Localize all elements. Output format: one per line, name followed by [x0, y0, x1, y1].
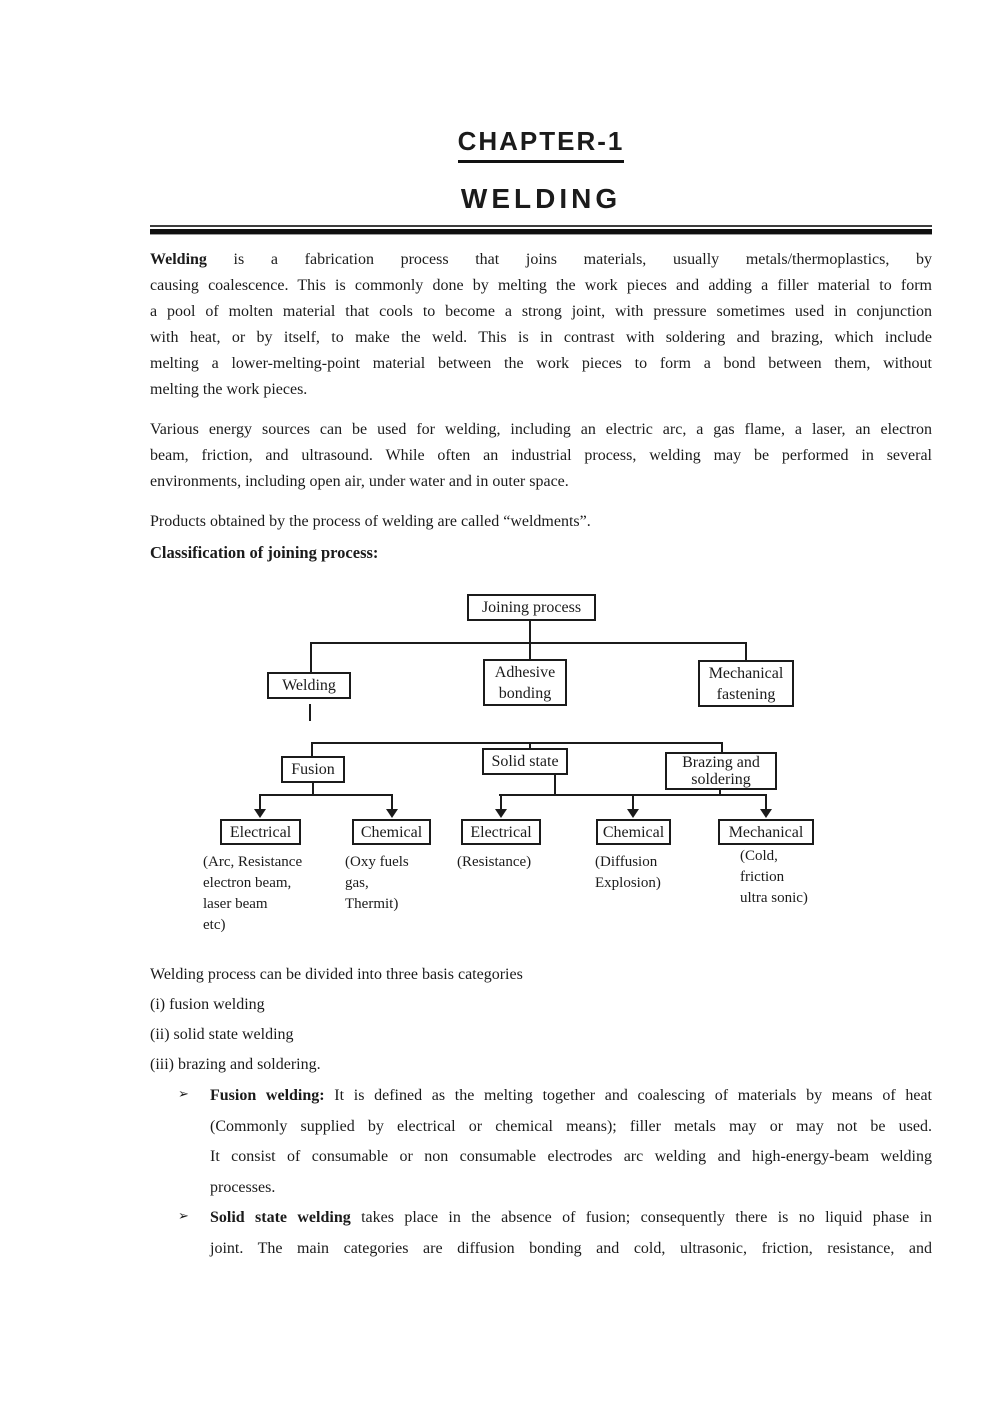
- diagram-box-joining-process: Joining process: [467, 594, 596, 621]
- text-line: Welding is a fabrication process that jo…: [150, 247, 932, 273]
- bold-lead: Fusion welding:: [210, 1087, 325, 1104]
- text-line: a pool of molten material that cools to …: [150, 303, 932, 320]
- text-line: melting a lower-melting-point material b…: [150, 355, 932, 372]
- paragraph-energy-sources: Various energy sources can be used for w…: [0, 417, 992, 495]
- bold-lead-word: Welding: [150, 251, 207, 268]
- category-item-2: (ii) solid state welding: [150, 1026, 294, 1043]
- connector-line: [529, 621, 531, 642]
- connector-line: [311, 742, 313, 756]
- diagram-box-mechanical-brazing: Mechanical: [718, 819, 814, 845]
- text-line: processes.: [210, 1178, 276, 1196]
- diagram-box-solid-state: Solid state: [482, 748, 568, 775]
- diagram-box-brazing-soldering: Brazing and soldering: [665, 752, 777, 790]
- arrow-down-icon: [254, 809, 266, 818]
- text-line: It consist of consumable or non consumab…: [210, 1148, 932, 1165]
- connector-line: [259, 794, 393, 796]
- classification-heading: Classification of joining process:: [150, 543, 379, 562]
- text-line: environments, including open air, under …: [150, 473, 569, 490]
- bullet-text: Solid state welding takes place in the a…: [210, 1203, 932, 1264]
- connector-line: [312, 783, 314, 794]
- arrow-stem: [391, 794, 393, 810]
- text-line-rest: is a fabrication process that joins mate…: [206, 251, 932, 268]
- bullet-fusion-welding: ➢ Fusion welding: It is defined as the m…: [150, 1081, 932, 1203]
- connector-line: [529, 742, 531, 748]
- caption-chemical-solid-state: (Diffusion Explosion): [595, 854, 661, 891]
- title-block: CHAPTER-1 WELDING: [0, 0, 992, 235]
- diagram-box-electrical-solid-state: Electrical: [461, 819, 541, 845]
- category-item-3: (iii) brazing and soldering.: [150, 1056, 321, 1073]
- chapter-title-row: CHAPTER-1: [150, 126, 932, 163]
- bullet-solid-state-welding: ➢ Solid state welding takes place in the…: [150, 1203, 932, 1264]
- arrow-stem: [632, 794, 634, 810]
- divider-rule: [150, 225, 932, 235]
- paragraph-weldments: Products obtained by the process of weld…: [150, 513, 591, 530]
- text-line: Fusion welding: It is defined as the mel…: [210, 1081, 932, 1112]
- text-line: Various energy sources can be used for w…: [150, 421, 932, 438]
- joining-process-diagram: Joining process Welding Adhesive bonding…: [0, 590, 992, 940]
- bullet-text: Fusion welding: It is defined as the mel…: [210, 1081, 932, 1203]
- bold-lead: Solid state welding: [210, 1209, 351, 1226]
- text-line: causing coalescence. This is commonly do…: [150, 277, 932, 294]
- connector-line: [311, 742, 723, 744]
- caption-mechanical-brazing: (Cold, friction ultra sonic): [740, 848, 808, 906]
- text-line: (Commonly supplied by electrical or chem…: [210, 1117, 932, 1135]
- bullet-list: ➢ Fusion welding: It is defined as the m…: [0, 1081, 992, 1264]
- paragraph-welding-definition: Welding is a fabrication process that jo…: [0, 247, 992, 403]
- diagram-box-fusion: Fusion: [281, 756, 345, 783]
- diagram-box-welding: Welding: [267, 672, 351, 699]
- diagram-box-electrical-fusion: Electrical: [220, 819, 301, 845]
- arrow-down-icon: [627, 809, 639, 818]
- text-line: melting the work pieces.: [150, 381, 308, 398]
- text-line: joint. The main categories are diffusion…: [210, 1239, 932, 1257]
- connector-line: [745, 642, 747, 660]
- connector-line: [721, 742, 723, 752]
- diagram-box-chemical-solid-state: Chemical: [596, 819, 671, 845]
- arrow-stem: [765, 794, 767, 810]
- category-item-1: (i) fusion welding: [150, 996, 265, 1013]
- divider-rule-thin: [150, 225, 932, 227]
- connector-line: [554, 775, 556, 794]
- bullet-arrow-icon: ➢: [178, 1087, 189, 1102]
- categories-list: Welding process can be divided into thre…: [0, 960, 992, 1080]
- caption-chemical-fusion: (Oxy fuels gas, Thermit): [345, 854, 409, 912]
- diagram-box-chemical-fusion: Chemical: [352, 819, 431, 845]
- connector-line: [310, 642, 312, 672]
- text-line: beam, friction, and ultrasound. While of…: [150, 447, 932, 464]
- diagram-box-mechanical-fastening: Mechanical fastening: [698, 660, 794, 707]
- arrow-down-icon: [495, 809, 507, 818]
- connector-line: [719, 790, 721, 794]
- page-title: WELDING: [460, 183, 622, 214]
- divider-rule-thick: [150, 229, 932, 235]
- arrow-stem: [259, 794, 261, 810]
- text-line-rest: It is defined as the melting together an…: [324, 1087, 932, 1104]
- caption-electrical-fusion: (Arc, Resistance electron beam, laser be…: [203, 854, 303, 933]
- arrow-stem: [500, 794, 502, 810]
- diagram-box-adhesive-bonding: Adhesive bonding: [483, 659, 567, 706]
- divider-rule-gap: [150, 227, 932, 229]
- text-line-rest: takes place in the absence of fusion; co…: [350, 1209, 933, 1226]
- connector-line: [309, 704, 311, 721]
- chapter-title: CHAPTER-1: [457, 126, 625, 163]
- bullet-arrow-icon: ➢: [178, 1209, 189, 1224]
- caption-electrical-solid-state: (Resistance): [457, 854, 532, 870]
- arrow-down-icon: [386, 809, 398, 818]
- categories-intro: Welding process can be divided into thre…: [150, 966, 523, 983]
- arrow-down-icon: [760, 809, 772, 818]
- text-line: Solid state welding takes place in the a…: [210, 1203, 932, 1234]
- connector-line: [529, 642, 531, 659]
- text-line: with heat, or by itself, to make the wel…: [150, 329, 932, 346]
